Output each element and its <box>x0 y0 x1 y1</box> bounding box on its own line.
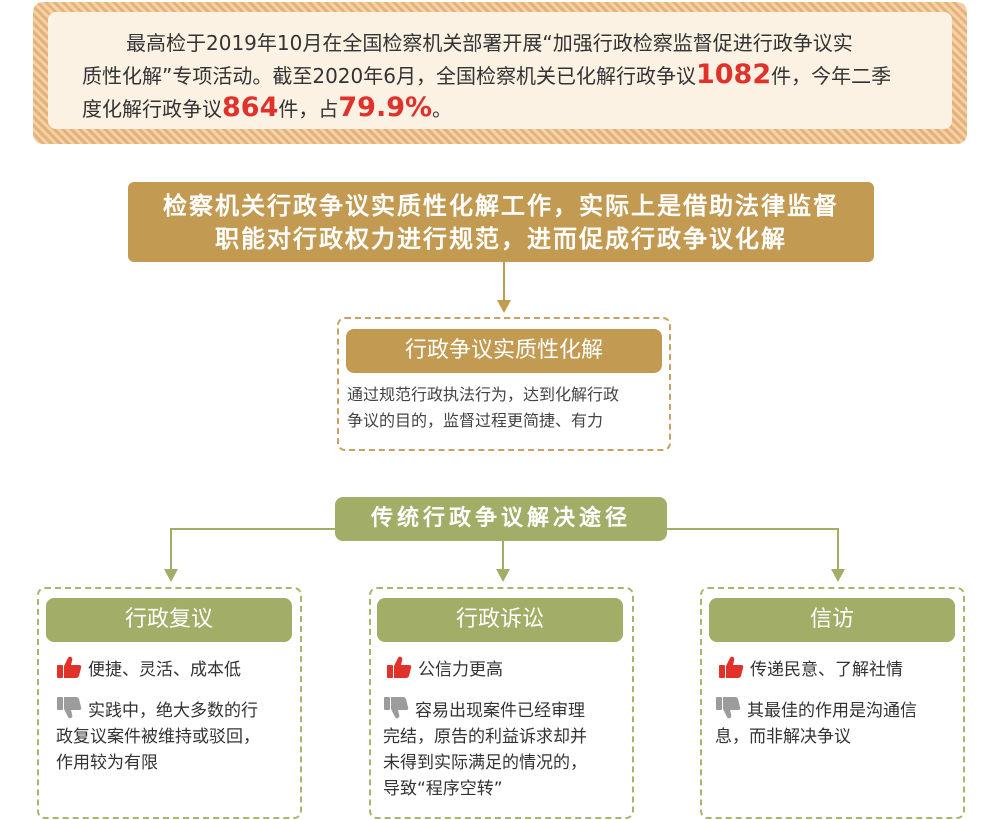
con-item: 其最佳的作用是沟通信 息，而非解决争议 <box>715 696 961 750</box>
pro-item: 传递民意、了解社情 <box>718 655 958 683</box>
substantive-box <box>337 317 671 451</box>
card-administrative-litigation <box>369 587 634 819</box>
connector-summary-substantive <box>503 262 505 302</box>
card-title: 行政诉讼 <box>377 598 623 642</box>
card-title: 行政复议 <box>46 598 292 642</box>
arrow-down-icon <box>497 300 511 313</box>
resolved-count: 1082 <box>695 59 772 90</box>
intro-line-3: 度化解行政争议864件，占79.9%。 <box>82 92 453 123</box>
intro-line-1: 最高检于2019年10月在全国检察机关部署开展“加强行政检察监督促进行政争议实 <box>126 31 853 55</box>
thumbs-up-icon <box>57 656 82 678</box>
intro-line-2: 质性化解”专项活动。截至2020年6月，全国检察机关已化解行政争议1082件，今… <box>82 59 892 90</box>
thumbs-up-icon <box>719 656 744 678</box>
thumbs-down-icon <box>716 697 741 719</box>
q2-count: 864 <box>222 92 279 123</box>
con-item: 实践中，绝大多数的行 政复议案件被维持或驳回， 作用较为有限 <box>56 696 292 776</box>
card-administrative-review <box>37 587 302 819</box>
substantive-title: 行政争议实质性化解 <box>346 329 662 373</box>
thumbs-down-icon <box>57 697 82 719</box>
con-item: 容易出现案件已经审理 完结，原告的利益诉求却并 未得到实际满足的情况的， 导致“… <box>383 696 629 802</box>
intro-text-panel: 最高检于2019年10月在全国检察机关部署开展“加强行政检察监督促进行政争议实 … <box>48 12 952 129</box>
summary-line-1: 检察机关行政争议实质性化解工作，实际上是借助法律监督 <box>163 192 839 220</box>
thumbs-down-icon <box>384 697 409 719</box>
summary-box: 检察机关行政争议实质性化解工作，实际上是借助法律监督 职能对行政权力进行规范，进… <box>128 182 874 262</box>
traditional-title: 传统行政争议解决途径 <box>335 497 667 541</box>
arrow-down-icon <box>496 569 510 582</box>
thumbs-up-icon <box>387 656 412 678</box>
card-title: 信访 <box>709 598 955 642</box>
summary-line-2: 职能对行政权力进行规范，进而促成行政争议化解 <box>215 225 787 253</box>
connector-left <box>170 528 172 571</box>
pro-item: 公信力更高 <box>386 655 626 683</box>
connector-center <box>502 541 504 571</box>
pro-item: 便捷、灵活、成本低 <box>56 655 296 683</box>
connector-right <box>837 528 839 571</box>
arrow-down-icon <box>164 569 178 582</box>
arrow-down-icon <box>831 569 845 582</box>
percent-value: 79.9% <box>338 92 433 123</box>
substantive-description: 通过规范行政执法行为，达到化解行政 争议的目的，监督过程更简捷、有力 <box>347 385 620 430</box>
card-petition <box>700 587 965 819</box>
